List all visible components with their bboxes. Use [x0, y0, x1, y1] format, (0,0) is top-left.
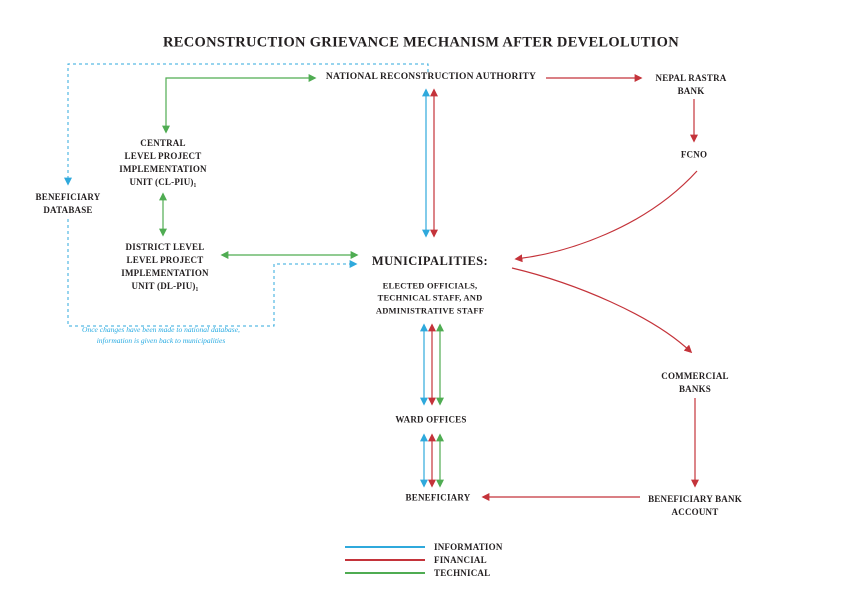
node-label-line: LEVEL PROJECT — [124, 150, 202, 161]
legend: INFORMATION FINANCIAL TECHNICAL — [345, 540, 503, 579]
node-municipalities: MUNICIPALITIES: — [372, 252, 488, 270]
node-label-line: IMPLEMENTATION — [121, 268, 209, 278]
node-dl-piu: DISTRICT LEVEL LEVEL PROJECT IMPLEMENTAT… — [121, 241, 208, 293]
node-label: NATIONAL RECONSTRUCTION AUTHORITY — [325, 72, 537, 83]
node-ward-offices: WARD OFFICES — [395, 413, 466, 426]
node-municipalities-staff: ELECTED OFFICIALS, TECHNICAL STAFF, AND … — [376, 280, 484, 317]
node-commercial-banks: COMMERCIAL BANKS — [661, 370, 729, 396]
financial-line-swatch — [345, 558, 425, 561]
legend-item-information: INFORMATION — [345, 540, 503, 553]
node-label-line: COMMERCIAL — [661, 370, 729, 381]
node-label-line: NEPAL RASTRA — [655, 72, 727, 83]
node-label: WARD OFFICES — [395, 414, 467, 425]
node-cl-piu: CENTRAL LEVEL PROJECT IMPLEMENTATION UNI… — [119, 137, 206, 189]
information-line-swatch — [345, 545, 425, 548]
node-label-line: ACCOUNT — [671, 507, 719, 517]
node-label: FCNO — [680, 149, 708, 160]
node-label-line: BENEFICIARY — [35, 191, 101, 202]
node-label-line: DATABASE — [43, 205, 93, 215]
legend-item-financial: FINANCIAL — [345, 553, 503, 566]
arrow-clpiu-nra-technical — [162, 74, 317, 134]
node-beneficiary: BENEFICIARY — [406, 491, 471, 504]
node-label-line: CENTRAL — [140, 137, 186, 148]
legend-label: INFORMATION — [434, 541, 503, 552]
legend-item-technical: TECHNICAL — [345, 566, 503, 579]
node-label-line: TECHNICAL STAFF, AND — [377, 292, 483, 303]
node-label-line: DISTRICT LEVEL — [125, 241, 205, 252]
node-nepal-rastra-bank: NEPAL RASTRA BANK — [656, 72, 727, 98]
node-label-line: ADMINISTRATIVE STAFF — [375, 305, 485, 316]
node-label-line: IMPLEMENTATION — [119, 164, 207, 174]
node-label-line: LEVEL PROJECT — [126, 254, 204, 265]
node-beneficiary-database: BENEFICIARY DATABASE — [36, 191, 101, 217]
note-line: Once changes have been made to national … — [82, 324, 240, 334]
node-label-line: UNIT (CL-PIU)₁ — [129, 177, 197, 188]
arrow-municipalities-commercial-banks — [511, 267, 693, 354]
node-label-line: ELECTED OFFICIALS, — [382, 280, 478, 291]
node-label: MUNICIPALITIES: — [371, 253, 489, 268]
node-label: BENEFICIARY — [405, 492, 471, 503]
legend-label: TECHNICAL — [434, 567, 491, 578]
node-label-line: BENEFICIARY BANK — [648, 493, 742, 504]
node-label-line: BANK — [677, 86, 705, 96]
note-line: information is given back to municipalit… — [96, 336, 226, 345]
node-fcno: FCNO — [681, 148, 707, 161]
node-national-reconstruction-authority: NATIONAL RECONSTRUCTION AUTHORITY — [326, 71, 536, 85]
node-label-line: BANKS — [678, 384, 711, 394]
arrow-beneficiary-database-municipalities-dashed — [67, 219, 358, 327]
diagram-title: RECONSTRUCTION GRIEVANCE MECHANISM AFTER… — [163, 34, 679, 51]
arrow-fcno-municipalities — [514, 170, 698, 263]
node-label-line: UNIT (DL-PIU)₁ — [131, 281, 199, 292]
legend-label: FINANCIAL — [434, 554, 487, 565]
arrow-nra-beneficiary-database-dashed — [64, 63, 429, 186]
database-note: Once changes have been made to national … — [82, 324, 240, 347]
technical-line-swatch — [345, 571, 425, 574]
node-beneficiary-bank-account: BENEFICIARY BANK ACCOUNT — [648, 493, 742, 519]
